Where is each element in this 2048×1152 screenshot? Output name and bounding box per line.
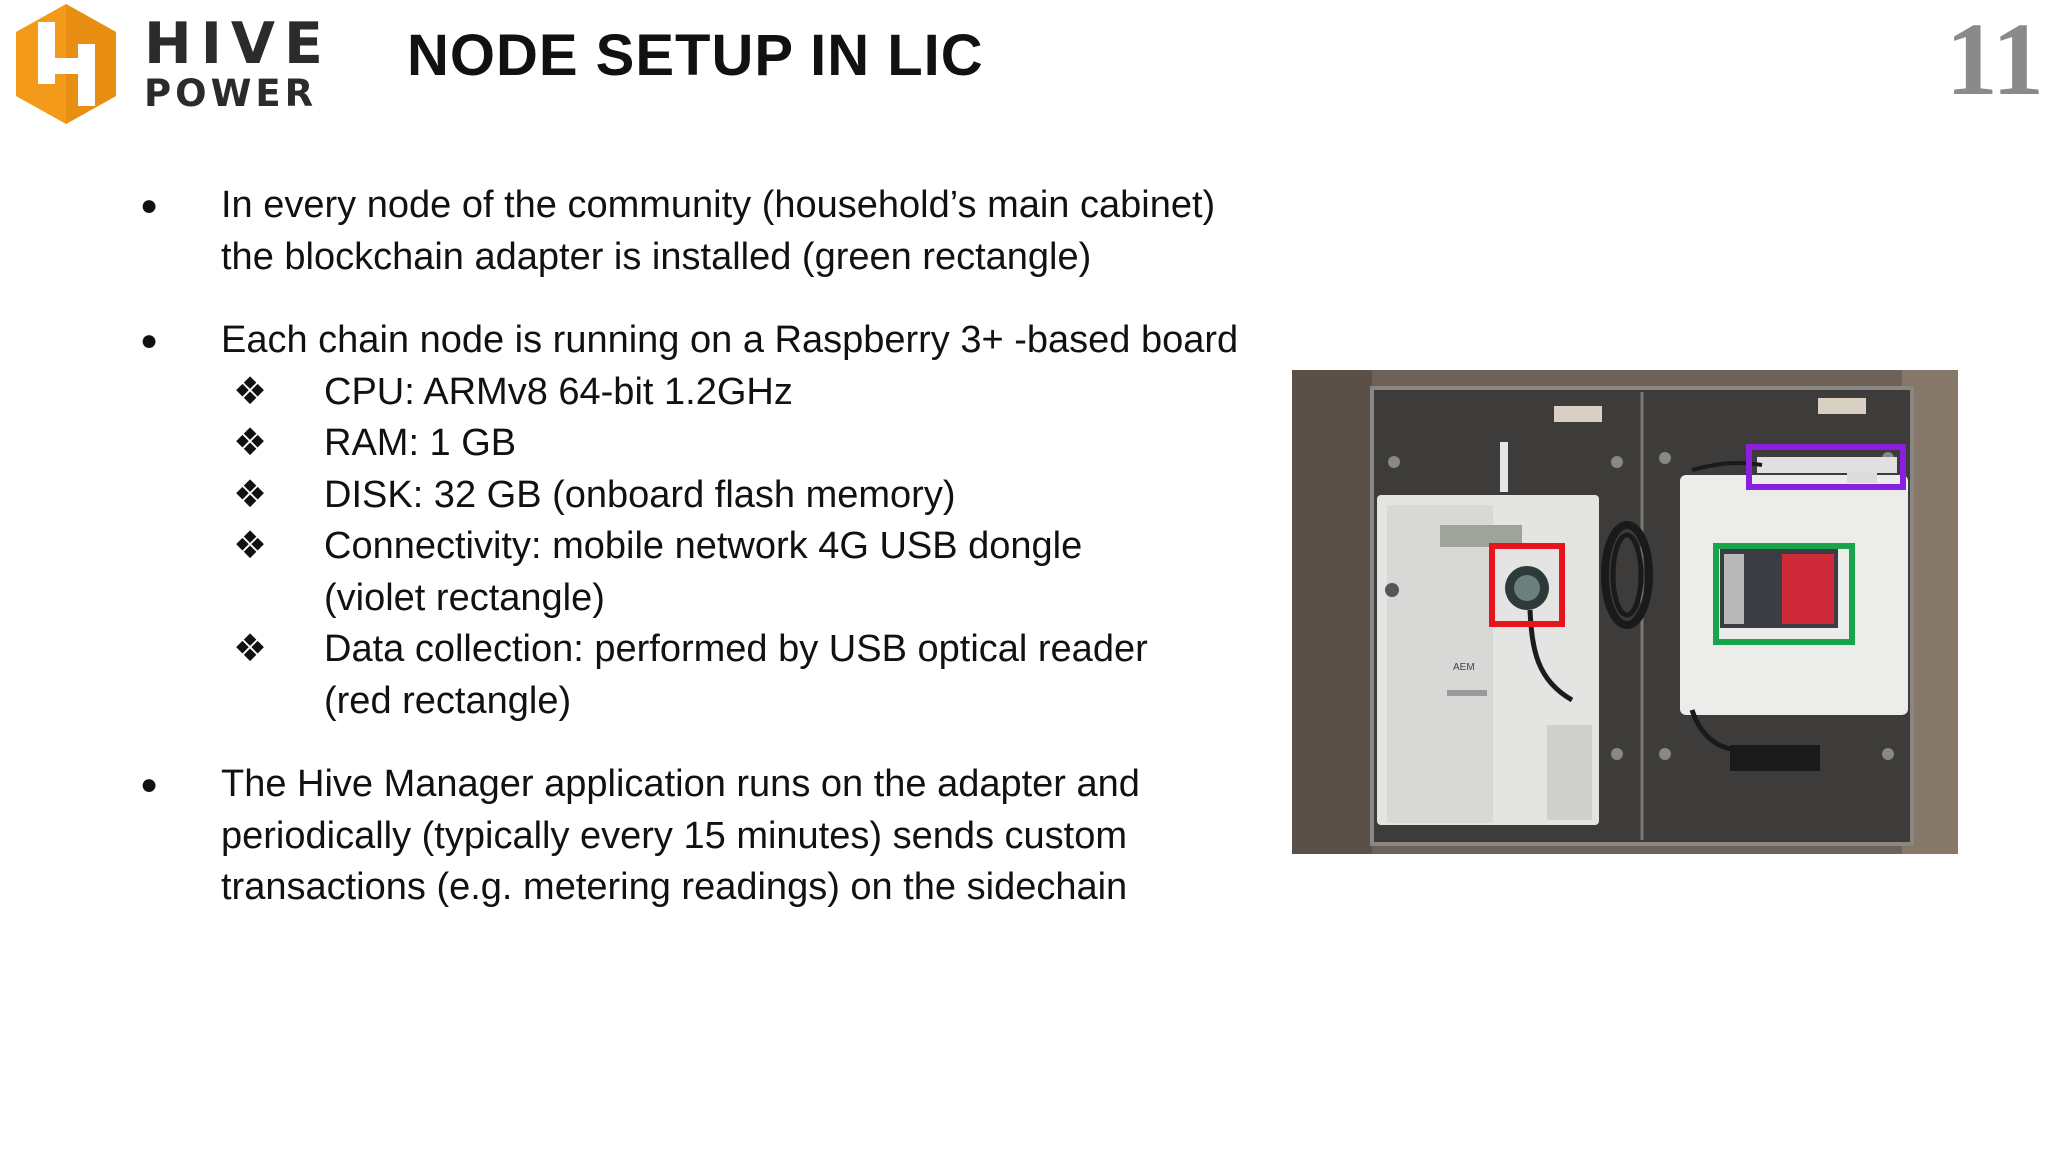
green-highlight-rectangle	[1713, 543, 1855, 645]
bullet-marker: ●	[140, 324, 159, 357]
violet-highlight-rectangle	[1746, 444, 1906, 490]
sub-bullet-line: CPU: ARMv8 64-bit 1.2GHz	[324, 370, 793, 413]
sub-bullet-item: ❖ CPU: ARMv8 64-bit 1.2GHz	[140, 367, 1270, 419]
sub-bullet-line: Connectivity: mobile network 4G USB dong…	[324, 525, 1083, 567]
bullet-line: periodically (typically every 15 minutes…	[221, 814, 1128, 857]
sub-bullet-marker: ❖	[233, 370, 268, 413]
bullet-line: Each chain node is running on a Raspberr…	[221, 319, 1239, 361]
bullet-item: ● The Hive Manager application runs on t…	[140, 759, 1270, 914]
sub-bullet-line: Data collection: performed by USB optica…	[324, 628, 1148, 670]
hive-hexagon-icon	[16, 4, 116, 124]
sub-bullet-marker: ❖	[233, 525, 268, 567]
logo-wordmark-power: POWER	[144, 72, 318, 115]
sub-bullet-marker: ❖	[233, 473, 268, 516]
bullet-line: The Hive Manager application runs on the…	[221, 763, 1140, 805]
hive-power-logo: HIVE POWER	[8, 0, 323, 130]
sub-bullet-marker: ❖	[233, 422, 268, 464]
bullet-marker: ●	[140, 768, 159, 801]
logo-wordmark-hive: HIVE	[144, 11, 332, 77]
bullet-list: ● In every node of the community (househ…	[140, 180, 1270, 914]
usb-dongle-icon	[1691, 457, 1897, 473]
sub-bullet-item: ❖ Connectivity: mobile network 4G USB do…	[140, 521, 1270, 624]
adapter-enclosure-icon	[1680, 465, 1908, 771]
slide-title: NODE SETUP IN LIC	[407, 23, 984, 88]
sub-bullet-item: ❖ DISK: 32 GB (onboard flash memory)	[140, 470, 1270, 522]
sub-bullet-line: (violet rectangle)	[324, 576, 605, 619]
red-highlight-rectangle	[1489, 543, 1565, 627]
bullet-line: In every node of the community (househol…	[221, 184, 1216, 226]
sub-bullet-item: ❖ Data collection: performed by USB opti…	[140, 624, 1270, 727]
cable-coil-icon	[1601, 521, 1653, 629]
meter-label: AEM	[1453, 662, 1475, 673]
sub-bullet-line: (red rectangle)	[324, 679, 572, 722]
bullet-item: ● In every node of the community (househ…	[140, 180, 1270, 283]
sub-bullet-line: DISK: 32 GB (onboard flash memory)	[324, 473, 956, 516]
page-number: 11	[1945, 2, 2044, 117]
bullet-item: ● Each chain node is running on a Raspbe…	[140, 315, 1270, 367]
sub-bullet-marker: ❖	[233, 628, 268, 670]
sub-bullet-line: RAM: 1 GB	[324, 422, 517, 464]
sub-bullet-item: ❖ RAM: 1 GB	[140, 418, 1270, 470]
electricity-meter-icon: AEM	[1377, 442, 1599, 825]
bullet-line: the blockchain adapter is installed (gre…	[221, 235, 1092, 278]
bullet-line: transactions (e.g. metering readings) on…	[221, 866, 1128, 908]
bullet-marker: ●	[140, 189, 159, 222]
cabinet-photo: AEM	[1292, 370, 1958, 854]
